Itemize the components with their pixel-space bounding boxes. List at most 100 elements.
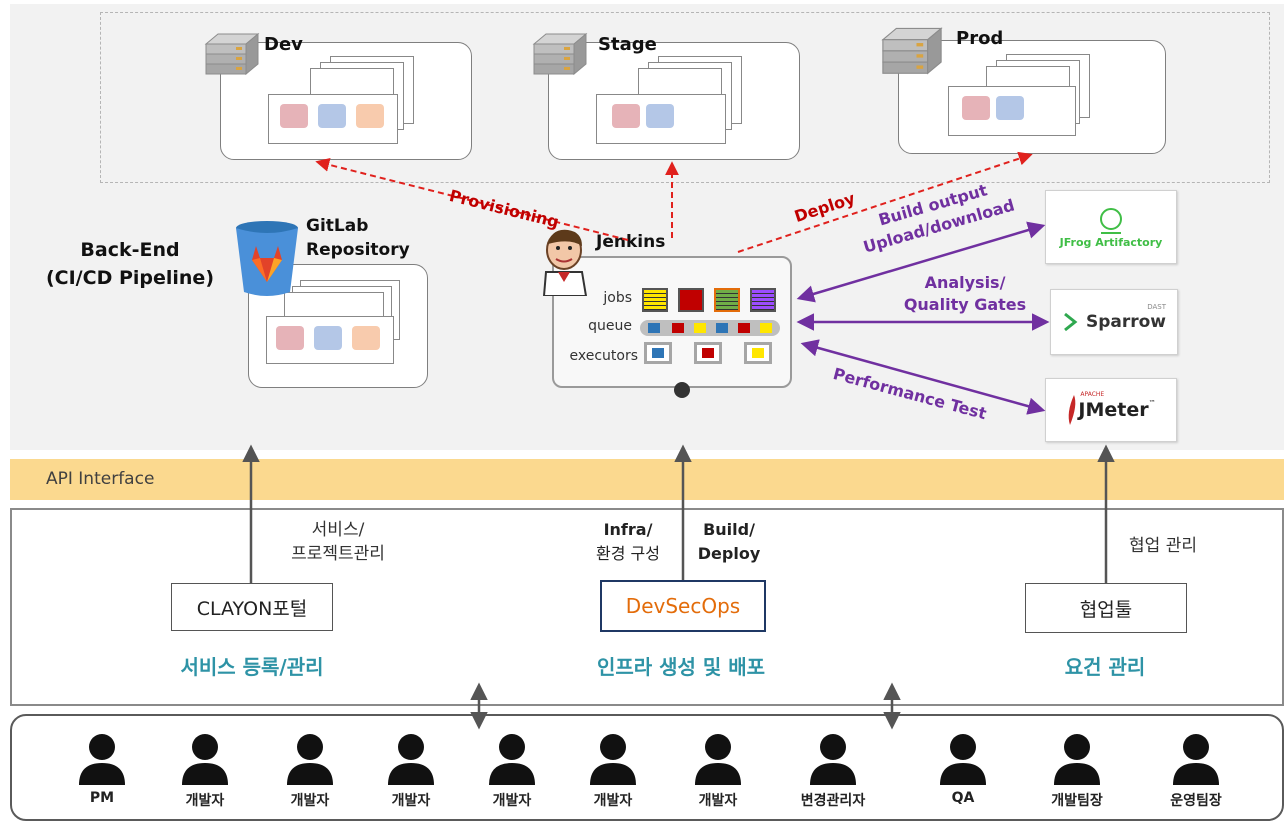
artifactory-arrow (796, 221, 1046, 303)
module-chip (996, 96, 1024, 120)
env-title: Dev (264, 34, 303, 55)
queue-item (738, 323, 750, 333)
api-interface-band (10, 459, 1284, 500)
person-icon (810, 734, 856, 785)
queue-item (716, 323, 728, 333)
user-label: 개발자 (290, 793, 330, 809)
gitlab-repository: GitLab Repository (230, 200, 440, 392)
artifactory-box: JFrog Artifactory (1045, 190, 1177, 264)
module-chip (318, 104, 346, 128)
job-icon (750, 288, 776, 312)
jenkins-server: Jenkins jobs queue executors (540, 226, 810, 416)
user-label: PM (89, 790, 115, 806)
gitlab-bucket-icon (236, 221, 298, 296)
backend-title-line1: Back-End (80, 239, 180, 261)
queue-item (760, 323, 772, 333)
jmeter-label: JMeter (1078, 399, 1149, 421)
sparrow-box: DAST Sparrow (1050, 289, 1178, 355)
sparrow-label: Sparrow (1085, 312, 1167, 332)
module-chip (356, 104, 384, 128)
backend-title: Back-End (CI/CD Pipeline) (30, 236, 230, 292)
analysis-label: Analysis/ Quality Gates (880, 272, 1050, 316)
infra-note-line1: Infra/ (603, 520, 653, 539)
collab-note: 협업 관리 (1129, 536, 1197, 556)
env-dev: Dev (200, 30, 472, 160)
collab-caption: 요건 관리 (1064, 655, 1146, 679)
module-chip (646, 104, 674, 128)
env-prod: Prod (876, 24, 1176, 154)
jmeter-feather-icon (1069, 395, 1076, 425)
user-label: 운영팀장 (1170, 793, 1222, 809)
queue-item (648, 323, 660, 333)
module-chip (962, 96, 990, 120)
document-chip (352, 326, 380, 350)
infra-note: Infra/ 환경 구성 (575, 518, 681, 566)
document-chip (276, 326, 304, 350)
gitlab-title: GitLab Repository (306, 214, 410, 262)
jmeter-arrow (800, 339, 1046, 415)
user-label: 개발자 (492, 793, 532, 809)
sparrow-logo-icon (1064, 312, 1078, 332)
user-label: 개발자 (185, 793, 225, 809)
executor-slot (694, 342, 722, 364)
artifactory-logo-icon (1100, 207, 1122, 234)
executor-slot (744, 342, 772, 364)
module-chip (280, 104, 308, 128)
person-icon (489, 734, 535, 785)
build-deploy-line1: Build/ (703, 520, 755, 539)
user-label: 개발팀장 (1051, 793, 1103, 809)
collab-tool-box[interactable]: 협업툴 (1025, 583, 1187, 633)
user-label: 개발자 (391, 793, 431, 809)
module-chip (612, 104, 640, 128)
env-title: Prod (956, 28, 1004, 49)
analysis-line2: Quality Gates (903, 295, 1027, 314)
artifactory-label: JFrog Artifactory (1059, 235, 1163, 249)
server-icon (204, 32, 260, 76)
clayon-note: 서비스/ 프로젝트관리 (268, 518, 408, 566)
env-title: Stage (598, 34, 657, 55)
sparrow-tag: DAST (1147, 303, 1167, 311)
person-icon (79, 734, 125, 785)
clayon-note-line1: 서비스/ (311, 520, 365, 540)
document-chip (314, 326, 342, 350)
devsecops-caption: 인프라 생성 및 배포 (596, 655, 766, 679)
jenkins-jobs-label: jobs (603, 290, 632, 306)
clayon-portal-box[interactable]: CLAYON포털 (171, 583, 333, 631)
build-deploy-line2: Deploy (697, 544, 761, 563)
jenkins-indicator (674, 382, 690, 398)
user-label: QA (951, 790, 975, 806)
person-icon (287, 734, 333, 785)
deploy-arrow (737, 151, 1033, 253)
executor-slot (644, 342, 672, 364)
clayon-caption: 서비스 등록/관리 (180, 655, 324, 679)
queue-item (672, 323, 684, 333)
jmeter-prefix: APACHE (1080, 391, 1105, 398)
provisioning-arrow (315, 157, 629, 241)
devsecops-box[interactable]: DevSecOps (600, 580, 766, 632)
person-icon (1173, 734, 1219, 785)
user-label: 개발자 (698, 793, 738, 809)
build-deploy-note: Build/ Deploy (688, 518, 770, 566)
env-stage: Stage (528, 30, 800, 160)
gitlab-title-line1: GitLab (306, 216, 369, 236)
clayon-note-line2: 프로젝트관리 (291, 544, 385, 564)
person-icon (590, 734, 636, 785)
person-icon (182, 734, 228, 785)
server-icon (881, 27, 943, 75)
person-icon (388, 734, 434, 785)
user-label: 개발자 (593, 793, 633, 809)
gitlab-title-line2: Repository (306, 240, 410, 260)
backend-title-line2: (CI/CD Pipeline) (45, 267, 214, 289)
server-icon (532, 32, 588, 76)
person-icon (940, 734, 986, 785)
jenkins-queue-label: queue (588, 318, 632, 334)
jmeter-box: APACHE JMeter ™ (1045, 378, 1177, 442)
analysis-line1: Analysis/ (924, 273, 1006, 292)
job-icon (714, 288, 740, 312)
environments-frame (100, 12, 1270, 183)
user-label: 변경관리자 (800, 793, 866, 809)
jenkins-butler-icon (542, 229, 588, 296)
infra-note-line2: 환경 구성 (596, 544, 660, 563)
api-interface-label: API Interface (46, 469, 155, 489)
